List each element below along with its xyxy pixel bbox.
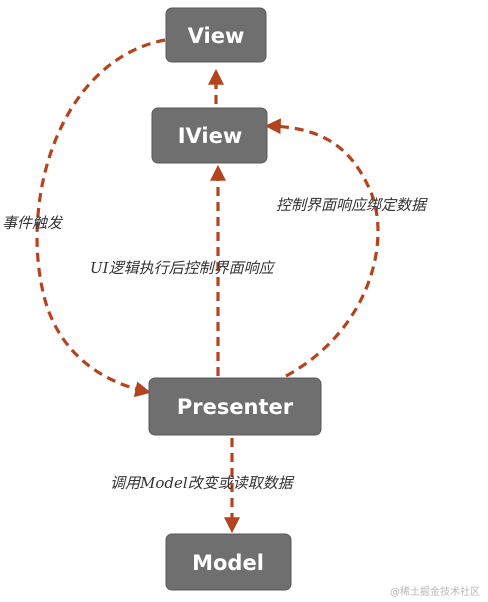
model-node[interactable]: Model <box>165 533 292 591</box>
edge-label-call-model: 调用Model改变或读取数据 <box>110 474 295 492</box>
iview-node[interactable]: IView <box>151 107 268 164</box>
presenter-node[interactable]: Presenter <box>148 377 322 436</box>
edge-view-to-presenter <box>35 38 166 398</box>
view-node[interactable]: View <box>165 7 267 63</box>
watermark: @稀土掘金技术社区 <box>390 587 480 598</box>
presenter-label: Presenter <box>177 395 294 419</box>
model-label: Model <box>192 551 264 575</box>
edge-label-ui-logic: UI逻辑执行后控制界面响应 <box>90 259 276 277</box>
view-label: View <box>188 24 245 48</box>
edge-presenter-to-iview-curve <box>264 118 380 378</box>
edge-label-bind-data: 控制界面响应绑定数据 <box>276 196 428 214</box>
iview-label: IView <box>178 124 243 148</box>
edge-label-event-trigger: 事件触发 <box>2 214 64 232</box>
